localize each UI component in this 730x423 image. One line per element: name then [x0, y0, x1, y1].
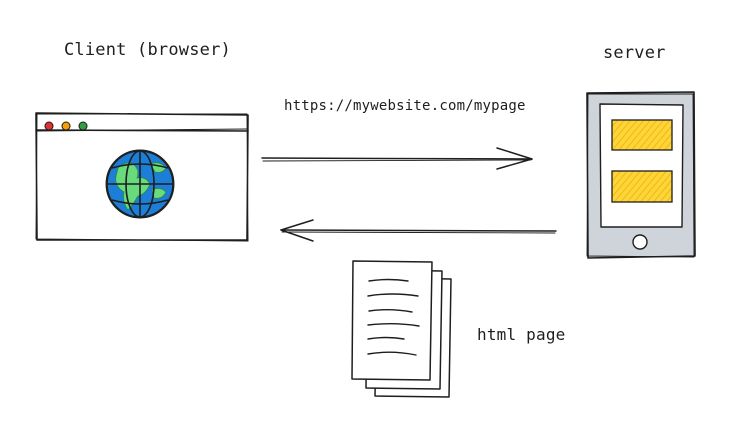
globe-icon	[105, 149, 175, 219]
html-page-label: html page	[477, 325, 566, 344]
request-url-label: https://mywebsite.com/mypage	[284, 98, 526, 114]
close-dot-icon	[44, 121, 54, 131]
server-device-icon	[586, 91, 696, 259]
server-label: server	[603, 43, 666, 63]
server-content-block	[611, 119, 673, 151]
server-content-block	[611, 170, 673, 203]
browser-window-icon	[35, 112, 249, 242]
minimize-dot-icon	[61, 121, 71, 131]
home-button-icon	[632, 234, 648, 250]
maximize-dot-icon	[78, 121, 88, 131]
client-browser-label: Client (browser)	[64, 40, 231, 60]
request-arrow	[261, 147, 533, 170]
response-arrow	[280, 219, 557, 242]
document-stack-icon	[351, 260, 452, 398]
